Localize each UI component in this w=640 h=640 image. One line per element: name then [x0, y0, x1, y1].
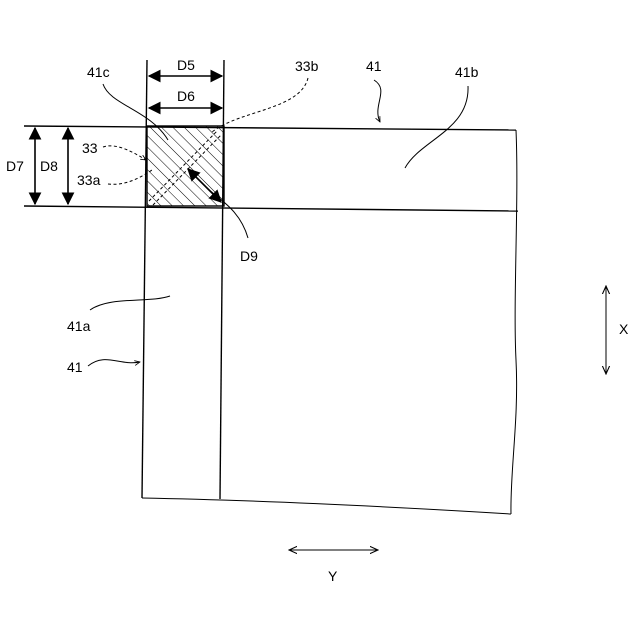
y-direction-indicator: Y [289, 550, 378, 584]
ref-41-top: 41 [366, 58, 382, 122]
dimension-d6: D6 [149, 88, 222, 108]
label-41-top: 41 [366, 58, 382, 74]
ref-41b: 41b [405, 64, 479, 168]
ref-41a: 41a [67, 296, 170, 334]
ref-41-left: 41 [67, 359, 140, 375]
label-41a: 41a [67, 318, 91, 334]
label-x: X [619, 321, 629, 337]
label-d8: D8 [40, 158, 58, 174]
x-direction-indicator: X [606, 286, 629, 374]
label-41-left: 41 [67, 359, 83, 375]
label-d7: D7 [6, 158, 24, 174]
frame-lines [24, 60, 518, 514]
label-33: 33 [82, 140, 98, 156]
label-d6: D6 [177, 88, 195, 104]
label-41b: 41b [455, 64, 479, 80]
dimension-d5: D5 [149, 57, 222, 76]
ref-33: 33 [82, 140, 146, 160]
label-y: Y [328, 568, 338, 584]
label-41c: 41c [87, 64, 110, 80]
label-d9: D9 [240, 248, 258, 264]
dimension-d8: D8 [40, 128, 68, 204]
ref-33a: 33a [77, 170, 152, 188]
label-33b: 33b [295, 58, 319, 74]
label-33a: 33a [77, 172, 101, 188]
dimension-d7: D7 [6, 128, 35, 204]
ref-33b: 33b [212, 58, 319, 132]
label-d5: D5 [177, 57, 195, 73]
